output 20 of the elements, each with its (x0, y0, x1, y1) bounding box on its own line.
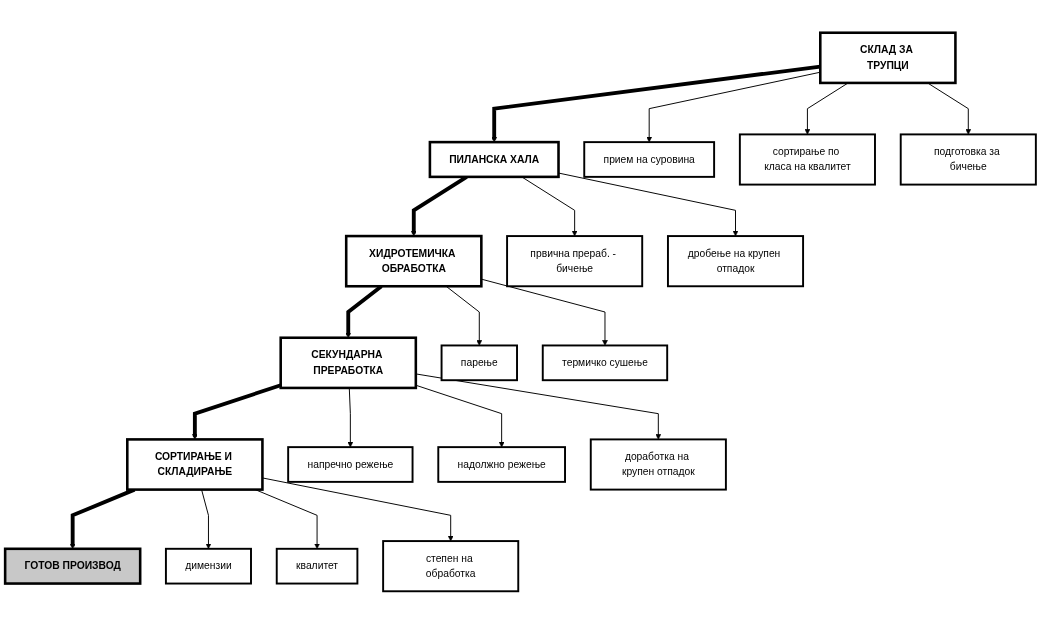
node-box: димензии (164, 547, 252, 585)
node-box: СОРТИРАЊЕ И СКЛАДИРАЊЕ (126, 438, 264, 491)
node-box: напречно режење (287, 446, 414, 483)
node-box: дробење на крупен отпадок (667, 235, 805, 288)
node-box: степен на обработка (382, 540, 520, 593)
node-box: квалитет (275, 547, 359, 585)
arrow (192, 383, 282, 440)
node-box: СЕКУНДАРНА ПРЕРАБОТКА (279, 336, 418, 390)
node-box: подготовка за бичење (899, 133, 1037, 186)
node-box: парење (440, 344, 518, 382)
node-box: доработка на крупен отпадок (589, 438, 727, 491)
node-box: ПИЛАНСКА ХАЛА (428, 140, 560, 179)
node-box: надолжно режење (437, 446, 566, 483)
node-box: термичко сушење (541, 344, 669, 382)
node-box: СКЛАД ЗА ТРУПЦИ (819, 31, 957, 85)
node-box: прием на суровина (583, 141, 716, 178)
node-box: ГОТОВ ПРОИЗВОД (3, 547, 142, 585)
node-box: сортирање по класа на квалитет (738, 133, 876, 186)
node-box: ХИДРОТЕМИЧКА ОБРАБОТКА (344, 234, 483, 288)
node-box: првична прераб. - бичење (506, 235, 644, 288)
